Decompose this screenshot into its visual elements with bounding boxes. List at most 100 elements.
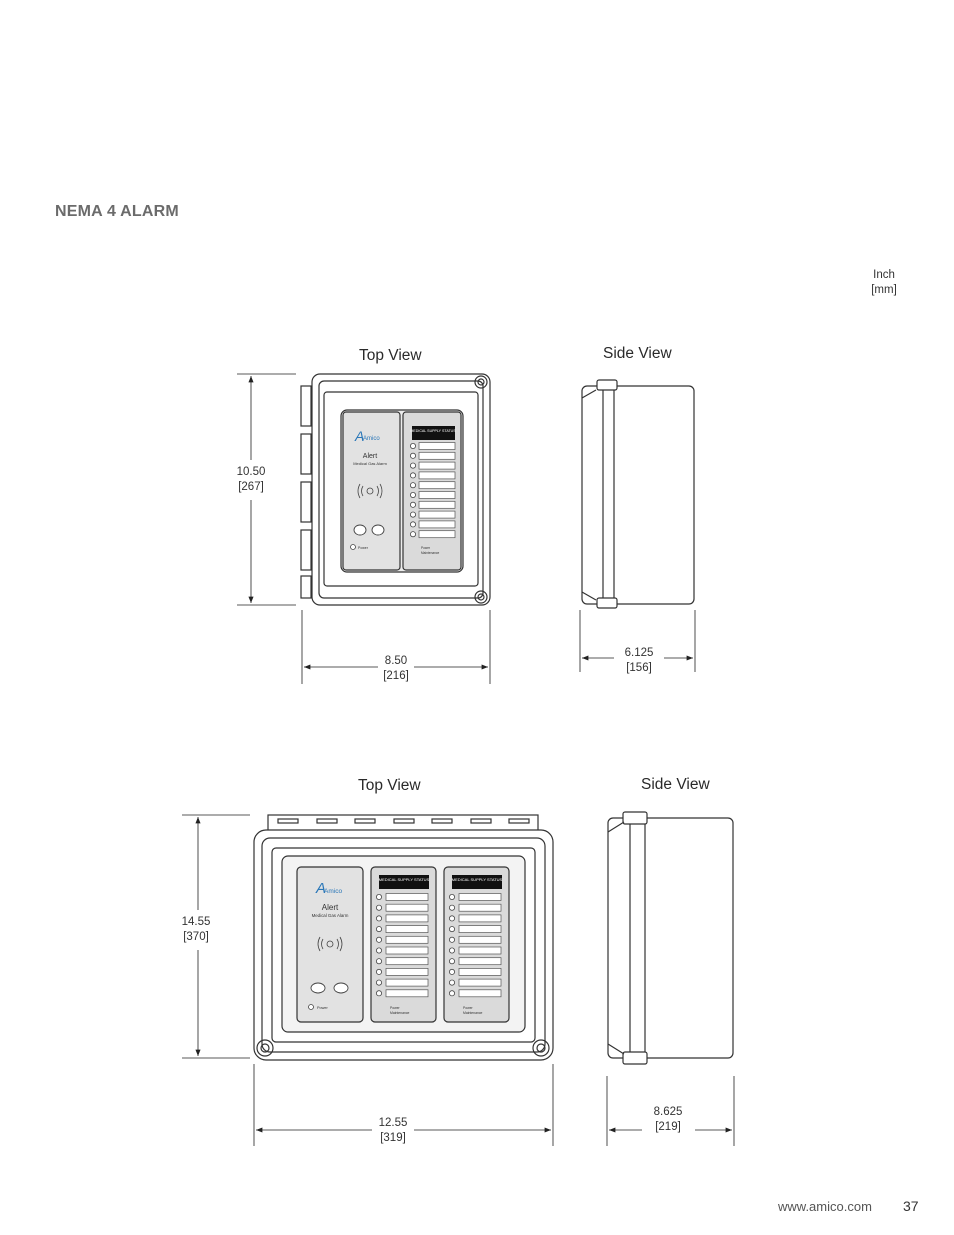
status-label-slot: [418, 442, 456, 450]
product-name-2: Alert: [322, 903, 339, 912]
status-led: [375, 968, 382, 975]
amico-logo-text-1: Amico: [363, 436, 380, 442]
power-label-1: Power: [358, 546, 369, 550]
status-label-slot: [458, 925, 502, 933]
status-led: [375, 904, 382, 911]
control-buttons-2: [310, 982, 349, 994]
status-label-slot: [458, 903, 502, 912]
status-label-slot: [418, 451, 456, 460]
status-label-slot: [385, 946, 429, 955]
top-view-label-1: Top View: [359, 347, 422, 364]
side-view-label-2: Side View: [641, 776, 710, 793]
status-led: [375, 947, 382, 954]
width-dimension-2: [253, 1064, 554, 1146]
footer-url[interactable]: www.amico.com: [778, 1199, 872, 1214]
alarm-horn-icon-2: [317, 936, 343, 952]
status-led: [448, 979, 455, 986]
panel-content-2: A Amico Alert Medical Gas Alarm Power ME…: [308, 875, 503, 1015]
status-label-slot: [458, 968, 502, 976]
width-mm-1: [216]: [383, 670, 409, 682]
top-view-label-2: Top View: [358, 777, 421, 794]
product-name-1: Alert: [363, 453, 377, 460]
status-led: [448, 894, 455, 901]
height-mm-1: [267]: [238, 481, 264, 493]
status-led: [409, 521, 416, 528]
status-label-slot: [385, 935, 429, 944]
units-primary: Inch: [873, 269, 895, 281]
status-led: [448, 936, 455, 943]
status-header-2b: [452, 875, 502, 889]
units-secondary: [mm]: [871, 284, 897, 296]
status-led: [409, 442, 416, 449]
status-header-text-2a: MEDICAL SUPPLY STATUS: [379, 877, 430, 882]
amico-logo-1: A: [354, 428, 364, 444]
status-led: [409, 482, 416, 489]
status-label-slot: [458, 914, 502, 923]
panel-maintenance-label-2b: Maintenance: [463, 1011, 483, 1015]
status-label-slot: [458, 946, 502, 955]
width-dim-label-1: 8.50 [216]: [371, 654, 421, 684]
status-label-slot: [385, 893, 429, 901]
status-label-slot: [385, 903, 429, 912]
height-inch-1: 10.50: [236, 466, 266, 478]
status-rows-2b: [448, 893, 502, 998]
units-legend: Inch [mm]: [858, 268, 910, 298]
height-dim-label-2: 14.55 [370]: [171, 915, 221, 945]
status-label-slot: [458, 957, 502, 966]
status-label-slot: [418, 471, 456, 480]
height-dimension-1: [237, 373, 296, 606]
status-led: [448, 947, 455, 954]
status-led: [448, 990, 455, 997]
panel-power-label-1: Power: [421, 546, 431, 550]
status-label-slot: [385, 968, 429, 976]
power-led-2: [308, 1004, 314, 1010]
depth-inch-1: 6.125: [624, 647, 654, 659]
status-led: [409, 491, 416, 498]
amico-logo-2: A: [315, 880, 326, 897]
status-label-slot: [418, 491, 456, 499]
product-subtitle-2: Medical Gas Alarm: [312, 913, 349, 918]
status-led: [375, 936, 382, 943]
width-dimension-1: [301, 610, 491, 684]
depth-dim-label-2: 8.625 [219]: [643, 1105, 693, 1135]
status-label-slot: [458, 935, 502, 944]
depth-mm-2: [219]: [655, 1121, 681, 1133]
power-led-1: [350, 544, 356, 550]
enclosure-side-2: [607, 811, 734, 1065]
status-led: [375, 926, 382, 933]
status-label-slot: [418, 510, 456, 519]
status-led: [448, 926, 455, 933]
status-led: [448, 958, 455, 965]
status-label-slot: [418, 481, 456, 490]
status-label-slot: [458, 978, 502, 987]
depth-mm-1: [156]: [626, 662, 652, 674]
status-header-2a: [379, 875, 429, 889]
status-label-slot: [418, 461, 456, 470]
height-dimension-2: [182, 814, 250, 1059]
status-led: [448, 904, 455, 911]
panel-content-1: A Amico Alert Medical Gas Alarm Power ME…: [350, 426, 456, 555]
depth-dim-label-1: 6.125 [156]: [614, 646, 664, 676]
status-led: [409, 452, 416, 459]
status-led: [409, 511, 416, 518]
status-led: [375, 990, 382, 997]
status-led: [375, 979, 382, 986]
enclosure-side-1: [581, 379, 695, 609]
status-label-slot: [418, 500, 456, 509]
status-label-slot: [458, 893, 502, 901]
panel-maintenance-label-1: Maintenance: [421, 551, 439, 555]
enclosure-front-1: [300, 373, 491, 606]
side-view-label-1: Side View: [603, 345, 672, 362]
panel-maintenance-label-2a: Maintenance: [390, 1011, 410, 1015]
status-label-slot: [458, 989, 502, 998]
status-header-text-1: MEDICAL SUPPLY STATUS: [410, 429, 456, 433]
status-header-text-2b: MEDICAL SUPPLY STATUS: [452, 877, 503, 882]
status-rows-2a: [375, 893, 429, 998]
page-number: 37: [903, 1198, 919, 1214]
height-mm-2: [370]: [183, 931, 209, 943]
status-rows-1: [409, 442, 456, 539]
status-led: [448, 968, 455, 975]
status-led: [375, 958, 382, 965]
width-dim-label-2: 12.55 [319]: [368, 1116, 418, 1146]
